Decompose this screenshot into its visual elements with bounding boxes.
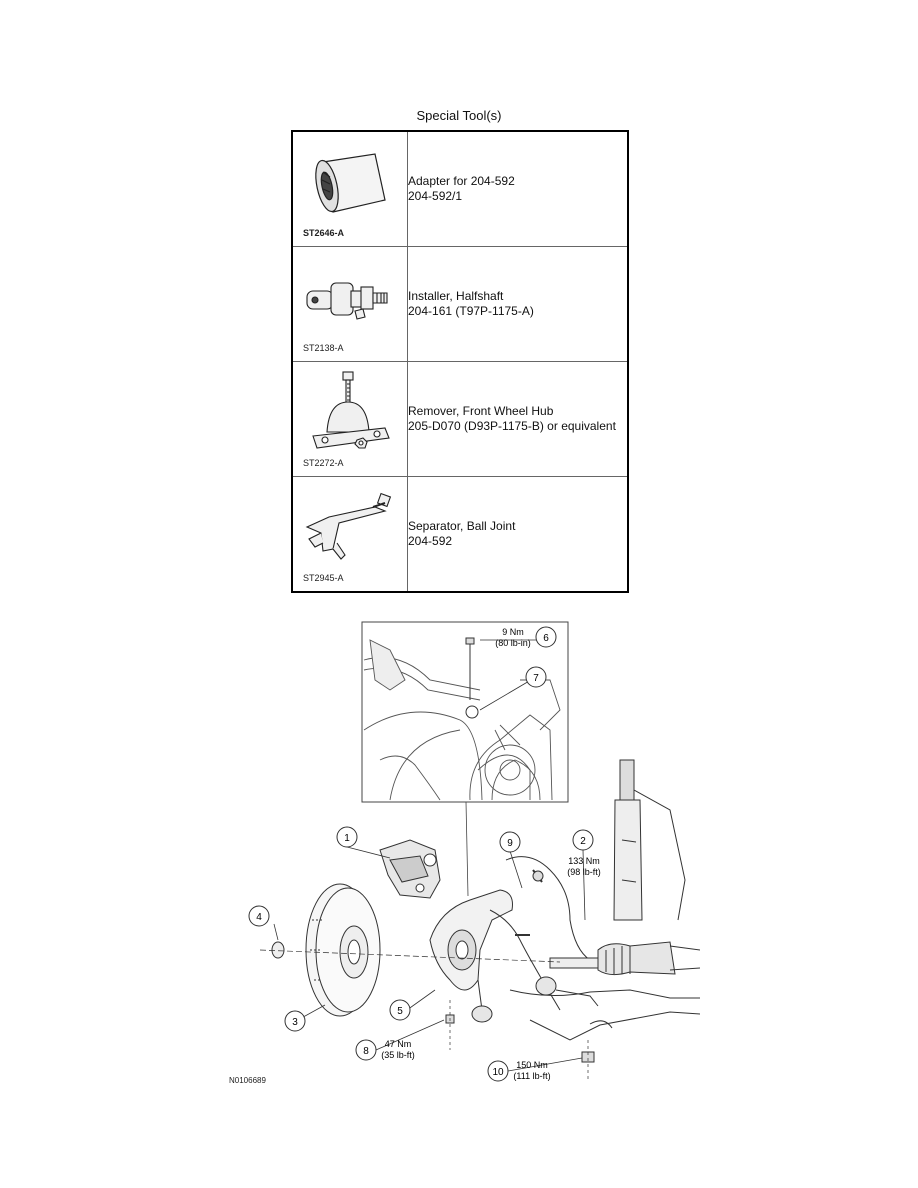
- tool-image-cell: ST2138-A: [291, 246, 408, 362]
- tool-image-cell: ST2945-A: [291, 476, 408, 593]
- tool-number: 204-592/1: [408, 189, 463, 203]
- tool-code: ST2138-A: [303, 343, 344, 353]
- tool-name: Installer, Halfshaft: [408, 289, 504, 303]
- callout-7: 7: [525, 666, 547, 688]
- callout-10: 10 150 Nm (111 lb-ft): [487, 1060, 551, 1082]
- callout-number: 6: [543, 633, 549, 644]
- figure-id: N0106689: [229, 1076, 266, 1085]
- torque-value: 47 Nm: [385, 1039, 412, 1049]
- callout-number: 10: [492, 1067, 504, 1078]
- tool-image-cell: ST2272-A: [291, 361, 408, 477]
- tool-number: 205-D070 (D93P-1175-B) or equivalent: [408, 419, 616, 433]
- tool-image-cell: ST2646-A: [291, 130, 408, 247]
- callout-number: 7: [533, 673, 539, 684]
- callout-number: 5: [397, 1006, 403, 1017]
- remover-icon: [312, 371, 390, 449]
- tool-name: Remover, Front Wheel Hub: [408, 404, 554, 418]
- callout-number: 9: [507, 838, 513, 849]
- tool-name: Adapter for 204-592: [408, 174, 515, 188]
- separator-icon: [305, 492, 392, 560]
- callout-6: 6 9 Nm (80 lb-in): [495, 626, 557, 648]
- tool-number: 204-592: [408, 534, 453, 548]
- tool-description: Remover, Front Wheel Hub 205-D070 (D93P-…: [407, 361, 629, 477]
- leader-lines: [273, 639, 586, 1072]
- torque-value: 9 Nm: [502, 627, 524, 637]
- callout-number: 1: [344, 833, 350, 844]
- callout-5: 5: [389, 999, 411, 1021]
- table-row: ST2272-A Remover, Front Wheel Hub 205-D0…: [291, 361, 629, 477]
- callout-number: 3: [292, 1017, 298, 1028]
- torque-value-imperial: (111 lb-ft): [513, 1071, 550, 1081]
- page-caption: Special Tool(s): [416, 108, 502, 123]
- inset-detail-view: [361, 621, 569, 803]
- tool-number: 204-161 (T97P-1175-A): [408, 304, 534, 318]
- tool-name: Separator, Ball Joint: [408, 519, 516, 533]
- special-tools-table: ST2646-A Adapter for 204-592 204-592/1: [291, 130, 629, 593]
- tool-code: ST2945-A: [303, 573, 344, 583]
- tool-description: Adapter for 204-592 204-592/1: [407, 130, 629, 247]
- suspension-assembly: [259, 759, 700, 1080]
- callout-3: 3: [284, 1010, 306, 1032]
- installer-icon: [306, 282, 388, 320]
- tool-description: Separator, Ball Joint 204-592: [407, 476, 629, 593]
- callout-1: 1: [336, 826, 358, 848]
- table-row: ST2945-A Separator, Ball Joint 204-592: [291, 476, 629, 593]
- torque-value: 150 Nm: [516, 1060, 548, 1070]
- tool-description: Installer, Halfshaft 204-161 (T97P-1175-…: [407, 246, 629, 362]
- table-row: ST2138-A Installer, Halfshaft 204-161 (T…: [291, 246, 629, 362]
- torque-value-imperial: (35 lb-ft): [381, 1050, 415, 1060]
- table-row: ST2646-A Adapter for 204-592 204-592/1: [291, 130, 629, 247]
- torque-value: 133 Nm: [568, 856, 600, 866]
- callout-number: 2: [580, 836, 586, 847]
- tool-code: ST2646-A: [303, 228, 345, 238]
- tool-code: ST2272-A: [303, 458, 344, 468]
- callout-number: 8: [363, 1046, 369, 1057]
- callout-4: 4: [248, 905, 270, 927]
- callout-markers: 1 2 133 Nm (98 lb-ft) 3 4 5 6 9 Nm (80 l…: [248, 626, 601, 1082]
- callout-2: 2 133 Nm (98 lb-ft): [567, 829, 601, 877]
- callout-9: 9: [499, 831, 521, 853]
- adapter-icon: [315, 153, 386, 213]
- torque-value-imperial: (80 lb-in): [495, 638, 531, 648]
- callout-number: 4: [256, 912, 262, 923]
- callout-8: 8 47 Nm (35 lb-ft): [355, 1039, 415, 1061]
- front-suspension-exploded-diagram: 1 2 133 Nm (98 lb-ft) 3 4 5 6 9 Nm (80 l…: [248, 621, 700, 1082]
- torque-value-imperial: (98 lb-ft): [567, 867, 601, 877]
